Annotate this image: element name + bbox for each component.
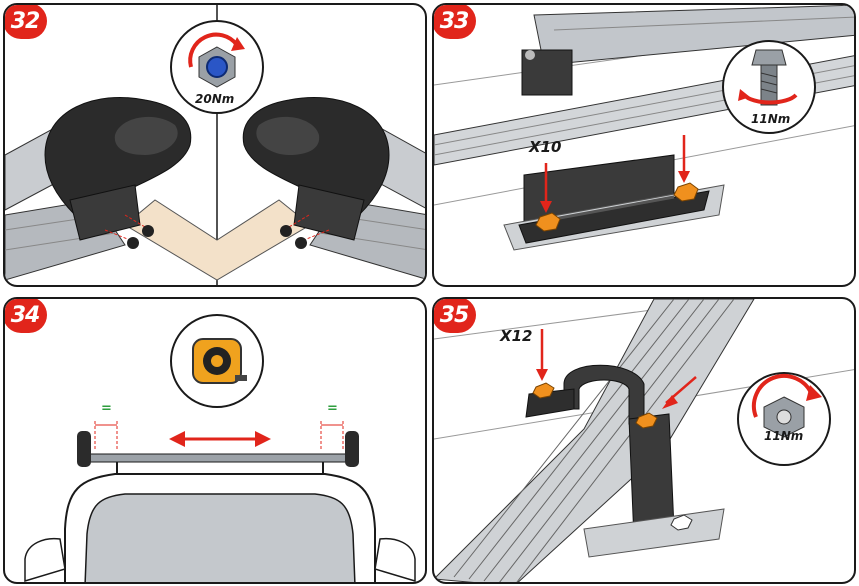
step-number-badge: 33 bbox=[434, 5, 476, 39]
right-nuts bbox=[280, 214, 330, 249]
left-nuts bbox=[104, 214, 154, 249]
red-arrows bbox=[540, 135, 690, 213]
step-number-badge: 34 bbox=[5, 299, 47, 333]
torque-label: 20Nm bbox=[195, 92, 235, 106]
crossbar bbox=[77, 431, 359, 474]
red-arrows bbox=[536, 329, 697, 409]
step-35-illustration bbox=[434, 299, 854, 582]
right-foot bbox=[242, 96, 390, 241]
step-33-panel: 33 X10 11Nm bbox=[432, 3, 856, 287]
torque-callout-35 bbox=[737, 372, 831, 466]
equal-markers bbox=[94, 421, 344, 449]
step-32-illustration bbox=[5, 5, 425, 285]
equal-sign-left: = bbox=[101, 401, 112, 416]
double-arrow bbox=[169, 431, 271, 447]
step-number-badge: 32 bbox=[5, 5, 47, 39]
tape-measure-callout bbox=[170, 314, 264, 408]
orange-bolts bbox=[535, 182, 699, 232]
step-34-panel: 34 = = bbox=[3, 297, 427, 584]
torque-callout-33 bbox=[722, 40, 816, 134]
van-front bbox=[24, 473, 416, 582]
step-number-badge: 35 bbox=[434, 299, 476, 333]
orange-bolts bbox=[532, 382, 693, 531]
torque-callout-32 bbox=[170, 20, 264, 114]
mounting-foot bbox=[503, 154, 725, 251]
torque-label: 11Nm bbox=[764, 429, 804, 443]
quantity-label: X10 bbox=[529, 138, 562, 156]
left-foot bbox=[44, 96, 192, 241]
step-34-illustration bbox=[24, 314, 416, 582]
torque-label: 11Nm bbox=[751, 112, 791, 126]
slatted-crossbar bbox=[434, 299, 755, 582]
equal-sign-right: = bbox=[327, 401, 338, 416]
step-33-illustration bbox=[434, 5, 854, 251]
quantity-label: X12 bbox=[500, 327, 533, 345]
cross-tube bbox=[124, 199, 311, 281]
step-35-panel: 35 X12 11Nm bbox=[432, 297, 856, 584]
step-32-panel: 32 20Nm bbox=[3, 3, 427, 287]
